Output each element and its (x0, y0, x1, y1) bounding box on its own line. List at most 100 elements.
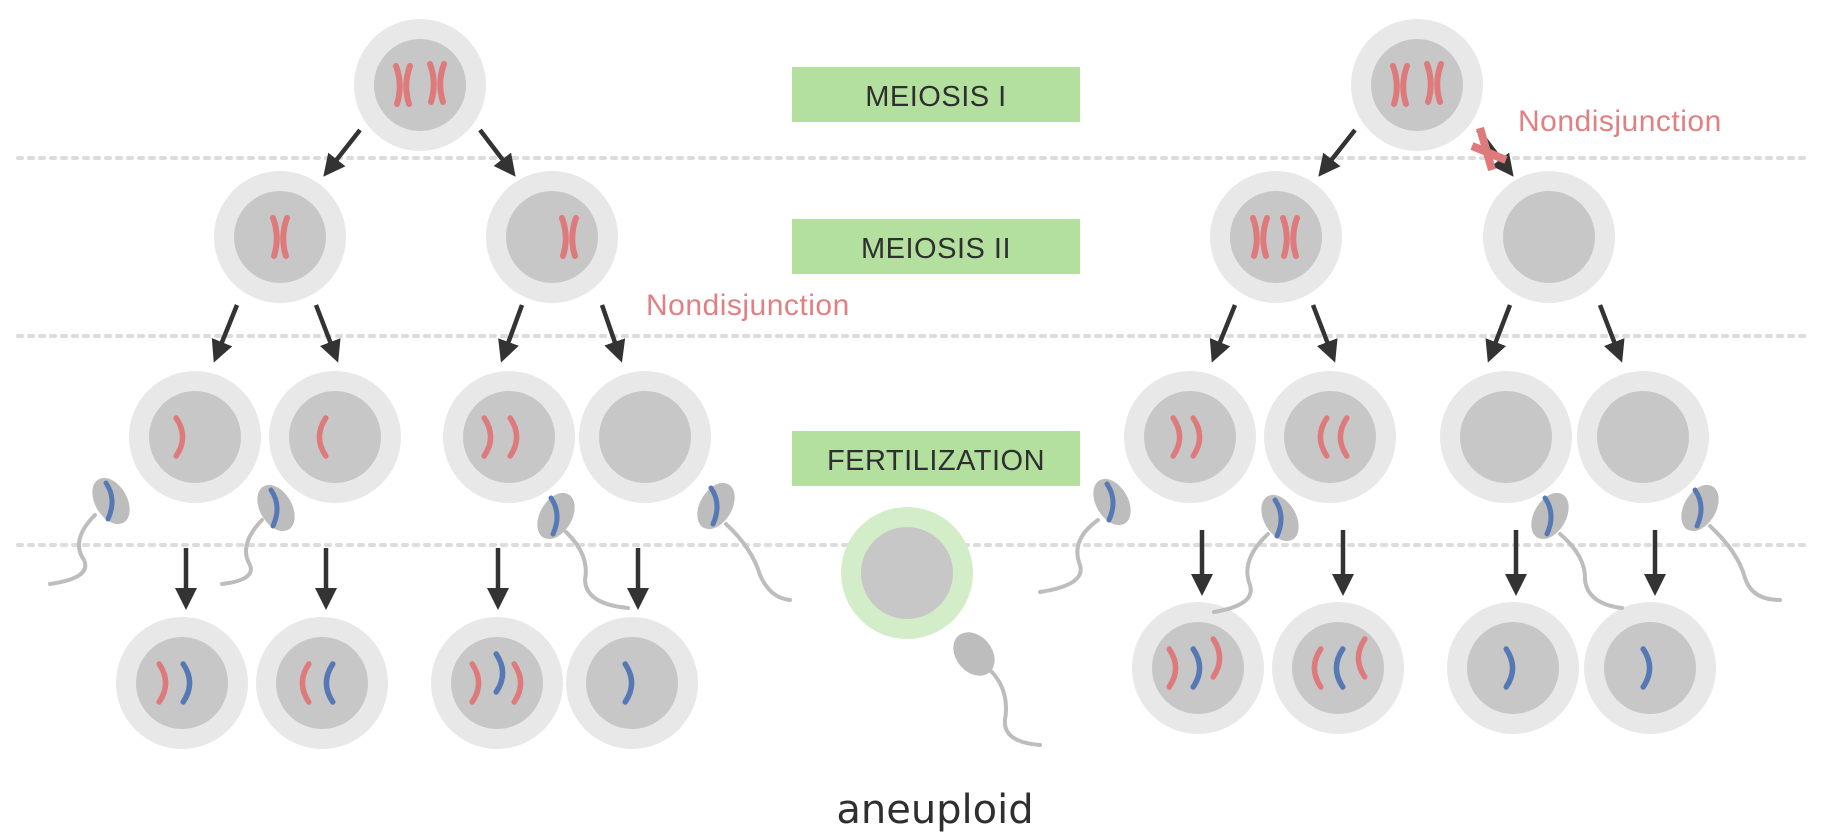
sperm-chromosome (1272, 497, 1284, 539)
aneuploid-caption: aneuploid (836, 787, 1033, 833)
chromatid (403, 63, 413, 107)
stage-label-meiosis-2: MEIOSIS II (792, 219, 1080, 274)
division-arrow (599, 304, 626, 363)
chromosome (1170, 415, 1183, 459)
nondisjunction-label-meiosis-1: Nondisjunction (1518, 105, 1722, 138)
chromatid (1260, 215, 1270, 259)
chromatid (437, 61, 447, 105)
sperm-tail (1038, 518, 1100, 594)
chromatid (569, 215, 579, 259)
meiosis-1-cell (214, 171, 346, 303)
meiosis-1-cell (1210, 171, 1342, 303)
stage-label-box (792, 67, 1080, 122)
division-arrow (1209, 304, 1238, 363)
sperm-cell (537, 492, 630, 610)
stage-label-text: FERTILIZATION (827, 445, 1045, 477)
sperm-tail (48, 513, 97, 586)
chromatid (1280, 215, 1290, 259)
division-arrow (313, 304, 341, 363)
division-arrow (1310, 304, 1338, 363)
chromosome (316, 415, 329, 459)
meiosis-1-cell (486, 171, 618, 303)
zygote-cell (431, 617, 563, 749)
chromatid (270, 215, 280, 259)
egg-nucleus (861, 527, 953, 619)
gamete-cell (129, 371, 261, 503)
cell-nucleus (276, 637, 368, 729)
cell-nucleus (1230, 191, 1322, 283)
cell-nucleus (1597, 391, 1689, 483)
chromosome (1190, 415, 1203, 459)
zygote-cell (1272, 602, 1404, 734)
chromatid (1390, 63, 1400, 107)
stage-label-meiosis-1: MEIOSIS I (792, 67, 1080, 122)
sperm-tail (724, 522, 792, 602)
parent-cell-left (354, 19, 486, 151)
chromatid (1250, 215, 1260, 259)
sperm-head (953, 632, 995, 676)
sperm-cell (1038, 478, 1131, 594)
sperm-chromosome (103, 480, 115, 522)
zygote-cell (1132, 602, 1264, 734)
sperm-cell (220, 484, 295, 586)
sperm-chromosome (1104, 481, 1116, 523)
chromosome (299, 661, 312, 705)
sperm-cells (48, 477, 1782, 747)
sperm-cell (1681, 484, 1782, 602)
meiosis-1-cell-empty (1483, 171, 1615, 303)
zygote-cell (256, 617, 388, 749)
gamete-cell-empty (1440, 371, 1572, 503)
stage-label-text: MEIOSIS II (861, 233, 1011, 265)
zygote-cell (1584, 602, 1716, 734)
chromosome (1337, 415, 1350, 459)
chromosome (180, 661, 193, 705)
chromosome (1317, 415, 1330, 459)
division-arrow (1597, 304, 1625, 363)
chromatid (393, 63, 403, 107)
chromatid (1424, 61, 1434, 105)
cell-nucleus (374, 39, 466, 131)
gamete-cell (1124, 371, 1256, 503)
cell-nucleus (506, 191, 598, 283)
sperm-chromosome (708, 485, 720, 527)
chromosome (469, 661, 482, 705)
fertilization-legend (841, 507, 973, 639)
chromosome (173, 415, 186, 459)
gamete-cell (269, 371, 401, 503)
sperm-tail (1558, 532, 1624, 610)
stage-label-box (792, 431, 1080, 486)
sperm-tail (988, 668, 1042, 747)
chromosome (1355, 636, 1368, 680)
stage-label-text: MEIOSIS I (865, 81, 1006, 113)
chromatid (427, 61, 437, 105)
division-arrow (323, 128, 362, 177)
cell-nucleus (1371, 39, 1463, 131)
division-arrow (478, 128, 516, 177)
sperm-chromosome (268, 487, 280, 529)
chromosome (507, 415, 520, 459)
sperm-cell-legend (953, 632, 1042, 747)
chromosome (493, 651, 506, 695)
division-arrow (1485, 304, 1513, 363)
sperm-chromosome (1692, 487, 1704, 529)
sperm-tail (1708, 524, 1782, 602)
chromosome (1166, 646, 1179, 690)
parent-cell-right (1351, 19, 1483, 151)
chromosome (622, 661, 635, 705)
cell-nucleus (1460, 391, 1552, 483)
cells (116, 19, 1716, 749)
chromosome (481, 415, 494, 459)
chromatid (1434, 61, 1444, 105)
chromatid (1400, 63, 1410, 107)
gamete-cell (1264, 371, 1396, 503)
sperm-chromosome (548, 495, 560, 537)
cell-nucleus (136, 637, 228, 729)
chromosome (1210, 636, 1223, 680)
blocked-mark-stroke (1476, 126, 1496, 172)
chromosome (1311, 646, 1324, 690)
division-arrow (498, 304, 525, 363)
chromosome (156, 661, 169, 705)
cell-nucleus (1503, 191, 1595, 283)
cell-nucleus (463, 391, 555, 483)
